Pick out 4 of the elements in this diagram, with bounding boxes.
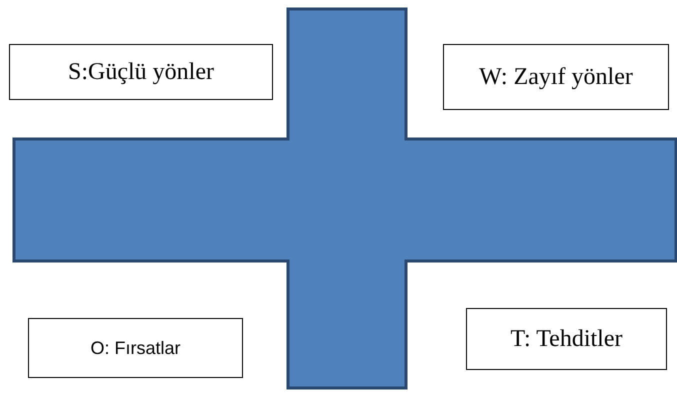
label-box: S:Güçlü yönler xyxy=(9,44,273,100)
label-box: W: Zayıf yönler xyxy=(443,44,669,110)
label-box: O: Fırsatlar xyxy=(28,318,243,378)
label-box: T: Tehditler xyxy=(466,308,667,370)
